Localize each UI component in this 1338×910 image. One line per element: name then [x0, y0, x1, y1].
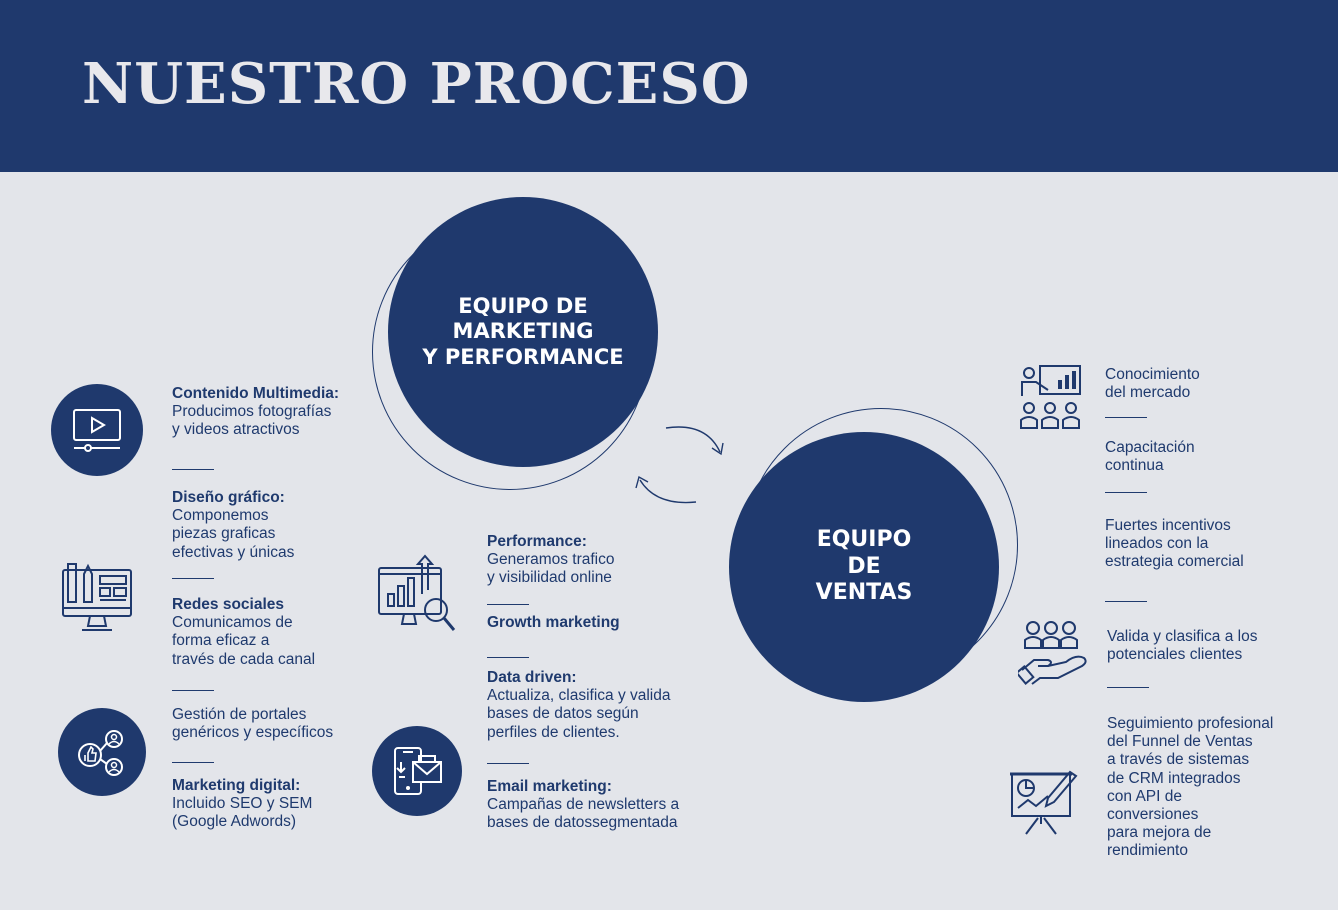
right-item-capacitacion: Capacitación continua	[1105, 439, 1195, 475]
divider	[1105, 601, 1147, 602]
right-item-conocimiento: Conocimiento del mercado	[1105, 366, 1200, 402]
sales-team-label: EQUIPO DE VENTAS	[815, 526, 913, 606]
divider	[172, 469, 214, 470]
left-item-text: Gestión de portales genéricos y específi…	[172, 706, 334, 742]
left-item-title: Contenido Multimedia:	[172, 385, 340, 402]
right-item-text: Valida y clasifica a los potenciales cli…	[1107, 628, 1258, 664]
right-item-seguimiento: Seguimiento profesional del Funnel de Ve…	[1107, 715, 1273, 861]
middle-item-title: Email marketing:	[487, 778, 612, 795]
left-item-marketing-digital: Marketing digital: Incluido SEO y SEM (G…	[172, 777, 312, 832]
right-item-valida: Valida y clasifica a los potenciales cli…	[1107, 628, 1257, 664]
right-item-text: Seguimiento profesional del Funnel de Ve…	[1107, 715, 1274, 860]
sales-team-circle: EQUIPO DE VENTAS	[729, 432, 999, 702]
right-item-text: Conocimiento del mercado	[1105, 366, 1200, 402]
left-item-text: Incluido SEO y SEM (Google Adwords)	[172, 795, 313, 831]
left-item-contenido: Contenido Multimedia: Producimos fotogra…	[172, 385, 339, 440]
growth-chart-board-icon	[1010, 770, 1078, 835]
cycle-arrows-icon	[635, 426, 724, 504]
left-item-title: Diseño gráfico:	[172, 489, 285, 506]
social-network-icon	[58, 708, 146, 796]
divider	[1105, 417, 1147, 418]
middle-item-performance: Performance: Generamos trafico y visibil…	[487, 533, 615, 588]
divider	[172, 578, 214, 579]
middle-item-growth: Growth marketing	[487, 614, 620, 632]
marketing-team-label: EQUIPO DE MARKETING Y PERFORMANCE	[422, 293, 624, 369]
marketing-team-circle: EQUIPO DE MARKETING Y PERFORMANCE	[388, 197, 658, 467]
divider	[172, 762, 214, 763]
mobile-email-icon	[372, 726, 462, 816]
right-item-incentivos: Fuertes incentivos lineados con la estra…	[1105, 517, 1244, 572]
left-item-diseno: Diseño gráfico: Componemos piezas grafic…	[172, 489, 294, 562]
middle-item-title: Growth marketing	[487, 614, 620, 631]
header-bar: NUESTRO PROCESO	[0, 0, 1338, 172]
left-item-text: Producimos fotografías y videos atractiv…	[172, 403, 332, 439]
middle-item-text: Generamos trafico y visibilidad online	[487, 551, 615, 587]
divider	[1107, 687, 1149, 688]
middle-item-title: Data driven:	[487, 669, 577, 686]
left-item-redes: Redes sociales Comunicamos de forma efic…	[172, 596, 315, 669]
presentation-audience-icon	[1020, 365, 1081, 429]
middle-item-text: Campañas de newsletters a bases de datos…	[487, 796, 680, 832]
left-item-title: Marketing digital:	[172, 777, 301, 794]
middle-item-email: Email marketing: Campañas de newsletters…	[487, 778, 679, 833]
right-item-text: Capacitación continua	[1105, 439, 1195, 475]
divider	[487, 763, 529, 764]
middle-item-title: Performance:	[487, 533, 587, 550]
team-hand-icon	[1018, 621, 1087, 685]
right-item-text: Fuertes incentivos lineados con la estra…	[1105, 517, 1244, 571]
divider	[487, 604, 529, 605]
divider	[172, 690, 214, 691]
middle-item-data-driven: Data driven: Actualiza, clasifica y vali…	[487, 669, 671, 742]
page-title: NUESTRO PROCESO	[82, 51, 751, 117]
middle-item-text: Actualiza, clasifica y valida bases de d…	[487, 687, 671, 741]
divider	[487, 657, 529, 658]
left-item-text: Comunicamos de forma eficaz a través de …	[172, 614, 316, 668]
left-item-text: Componemos piezas graficas efectivas y ú…	[172, 507, 295, 561]
web-design-icon	[62, 563, 132, 631]
left-item-title: Redes sociales	[172, 596, 285, 613]
divider	[1105, 492, 1147, 493]
analytics-search-icon	[378, 554, 456, 631]
left-item-portales: Gestión de portales genéricos y específi…	[172, 706, 333, 742]
video-player-icon	[51, 384, 143, 476]
